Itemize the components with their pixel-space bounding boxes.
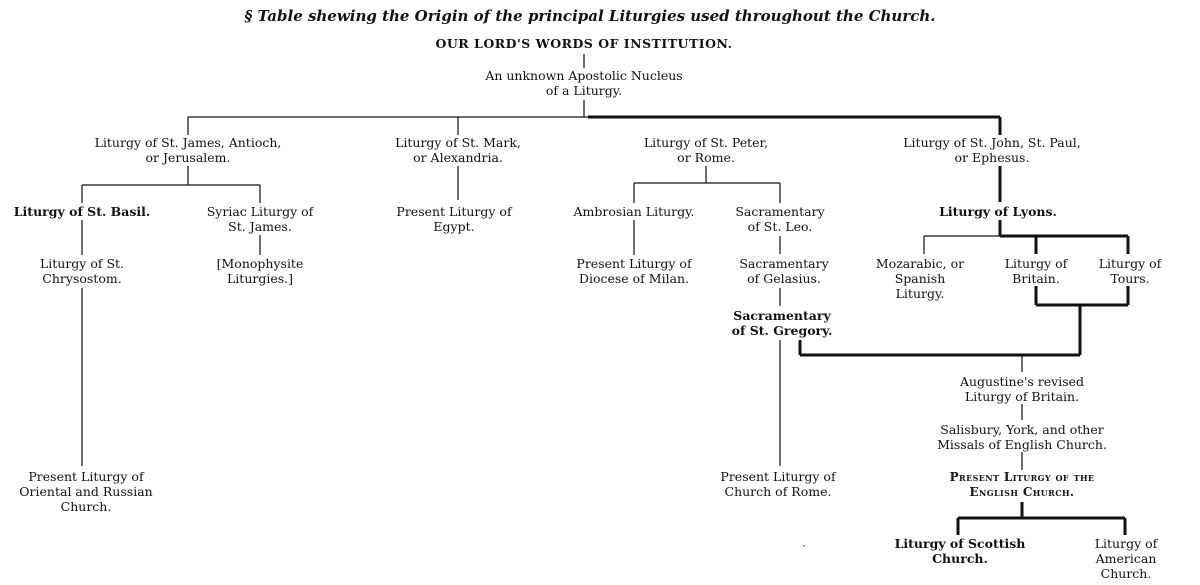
node-salisbury: Salisbury, York, and other Missals of En… bbox=[935, 422, 1109, 452]
node-james: Liturgy of St. James, Antioch, or Jerusa… bbox=[92, 135, 284, 165]
augustine-line-1: Augustine's revised bbox=[959, 374, 1085, 389]
tours-line-2: Tours. bbox=[1110, 271, 1150, 286]
monophysite-line-1: [Monophysite bbox=[216, 256, 304, 271]
scottish-line-2: Church. bbox=[932, 551, 988, 566]
node-english-church: Present Liturgy of the English Church. bbox=[947, 470, 1097, 500]
mark-line-2: or Alexandria. bbox=[413, 150, 503, 165]
node-nucleus: An unknown Apostolic Nucleus of a Liturg… bbox=[483, 68, 685, 98]
node-syriac: Syriac Liturgy of St. James. bbox=[204, 204, 316, 234]
american-line-1: Liturgy of bbox=[1094, 536, 1158, 551]
syriac-line-2: St. James. bbox=[228, 219, 292, 234]
node-leo: Sacramentary of St. Leo. bbox=[733, 204, 827, 234]
leo-line-2: of St. Leo. bbox=[747, 219, 813, 234]
node-augustine: Augustine's revised Liturgy of Britain. bbox=[957, 374, 1087, 404]
peter-line-1: Liturgy of St. Peter, bbox=[643, 135, 769, 150]
title-text: § Table shewing the Origin of the princi… bbox=[244, 7, 936, 25]
gregory-line-1: Sacramentary bbox=[733, 308, 831, 323]
augustine-line-2: Liturgy of Britain. bbox=[964, 389, 1080, 404]
james-line-2: or Jerusalem. bbox=[145, 150, 231, 165]
node-root: OUR LORD'S WORDS OF INSTITUTION. bbox=[433, 36, 735, 51]
james-line-1: Liturgy of St. James, Antioch, bbox=[94, 135, 282, 150]
gelasius-line-1: Sacramentary bbox=[739, 256, 829, 271]
node-gregory: Sacramentary of St. Gregory. bbox=[729, 308, 835, 338]
britain-line-1: Liturgy of bbox=[1004, 256, 1068, 271]
mozarabic-line-2: Spanish bbox=[894, 271, 946, 286]
node-egypt: Present Liturgy of Egypt. bbox=[394, 204, 514, 234]
ambrosian-text: Ambrosian Liturgy. bbox=[573, 204, 695, 219]
tours-line-1: Liturgy of bbox=[1098, 256, 1162, 271]
syriac-line-1: Syriac Liturgy of bbox=[206, 204, 314, 219]
root-text: OUR LORD'S WORDS OF INSTITUTION. bbox=[435, 36, 733, 51]
milan-line-2: Diocese of Milan. bbox=[578, 271, 690, 286]
american-line-3: Church. bbox=[1100, 566, 1152, 581]
rome-present-line-2: Church of Rome. bbox=[724, 484, 832, 499]
node-john: Liturgy of St. John, St. Paul, or Ephesu… bbox=[901, 135, 1083, 165]
leo-line-1: Sacramentary bbox=[735, 204, 825, 219]
node-peter: Liturgy of St. Peter, or Rome. bbox=[641, 135, 771, 165]
american-line-2: American bbox=[1095, 551, 1157, 566]
chrysostom-line-1: Liturgy of St. bbox=[39, 256, 125, 271]
stray-dot bbox=[803, 545, 805, 547]
milan-line-1: Present Liturgy of bbox=[576, 256, 692, 271]
scottish-line-1: Liturgy of Scottish bbox=[894, 536, 1026, 551]
john-line-2: or Ephesus. bbox=[954, 150, 1030, 165]
node-ambrosian: Ambrosian Liturgy. bbox=[571, 204, 697, 219]
basil-text: Liturgy of St. Basil. bbox=[13, 204, 151, 219]
john-line-1: Liturgy of St. John, St. Paul, bbox=[903, 135, 1081, 150]
node-chrysostom: Liturgy of St. Chrysostom. bbox=[37, 256, 127, 286]
node-monophysite: [Monophysite Liturgies.] bbox=[214, 256, 306, 286]
gelasius-line-2: of Gelasius. bbox=[747, 271, 821, 286]
salisbury-line-1: Salisbury, York, and other bbox=[940, 422, 1104, 437]
mozarabic-line-1: Mozarabic, or bbox=[875, 256, 965, 271]
node-tours: Liturgy of Tours. bbox=[1096, 256, 1164, 286]
peter-line-2: or Rome. bbox=[677, 150, 735, 165]
oriental-line-1: Present Liturgy of bbox=[28, 469, 144, 484]
oriental-line-3: Church. bbox=[60, 499, 112, 514]
node-american: Liturgy of American Church. bbox=[1092, 536, 1160, 581]
egypt-line-1: Present Liturgy of bbox=[396, 204, 512, 219]
node-gelasius: Sacramentary of Gelasius. bbox=[737, 256, 831, 286]
node-basil: Liturgy of St. Basil. bbox=[11, 204, 153, 219]
chrysostom-line-2: Chrysostom. bbox=[42, 271, 122, 286]
nucleus-line-2: of a Liturgy. bbox=[545, 83, 623, 98]
britain-line-2: Britain. bbox=[1012, 271, 1060, 286]
english-line-2: English Church. bbox=[969, 485, 1075, 499]
oriental-line-2: Oriental and Russian bbox=[19, 484, 153, 499]
mark-line-1: Liturgy of St. Mark, bbox=[395, 135, 521, 150]
salisbury-line-2: Missals of English Church. bbox=[937, 437, 1107, 452]
gregory-line-2: of St. Gregory. bbox=[731, 323, 833, 338]
egypt-line-2: Egypt. bbox=[433, 219, 475, 234]
rome-present-line-1: Present Liturgy of bbox=[720, 469, 836, 484]
diagram-title: § Table shewing the Origin of the princi… bbox=[242, 7, 938, 25]
node-rome-present: Present Liturgy of Church of Rome. bbox=[718, 469, 838, 499]
node-scottish: Liturgy of Scottish Church. bbox=[892, 536, 1028, 566]
node-mozarabic: Mozarabic, or Spanish Liturgy. bbox=[873, 256, 967, 301]
monophysite-line-2: Liturgies.] bbox=[226, 271, 294, 286]
node-oriental: Present Liturgy of Oriental and Russian … bbox=[17, 469, 155, 514]
lyons-text: Liturgy of Lyons. bbox=[939, 204, 1057, 219]
english-line-1: Present Liturgy of the bbox=[949, 470, 1095, 484]
node-britain: Liturgy of Britain. bbox=[1002, 256, 1070, 286]
node-mark: Liturgy of St. Mark, or Alexandria. bbox=[393, 135, 523, 165]
node-lyons: Liturgy of Lyons. bbox=[937, 204, 1059, 219]
node-milan: Present Liturgy of Diocese of Milan. bbox=[574, 256, 694, 286]
nucleus-line-1: An unknown Apostolic Nucleus bbox=[485, 68, 683, 83]
mozarabic-line-3: Liturgy. bbox=[895, 286, 945, 301]
